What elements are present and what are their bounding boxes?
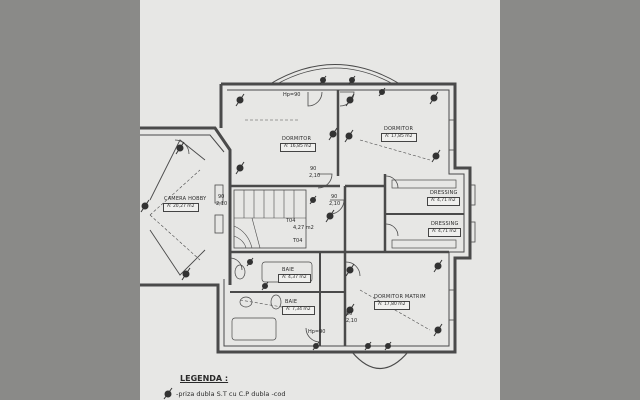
outlet-icon [235, 93, 245, 107]
window [469, 184, 476, 206]
outlet-icon [364, 341, 372, 351]
legend-outlet-icon [163, 387, 173, 400]
room-area-dressing-1: A: 4,71 m2 [427, 197, 460, 206]
door-height-label: 2,10 [329, 201, 341, 207]
toilet [270, 294, 282, 310]
window-height-bottom: Hp=90 [308, 329, 326, 335]
legend-item: -priza dubla S.T cu C.P dubla -cod [176, 390, 286, 398]
door-swing [229, 257, 243, 271]
outlet-icon [235, 161, 245, 175]
door-swing [305, 327, 321, 343]
door-swing [317, 173, 333, 189]
room-name-dressing-2: DRESSING [431, 221, 459, 227]
outlet-icon [345, 93, 355, 107]
outlet-icon [384, 341, 392, 351]
outlet-icon [433, 259, 443, 273]
door-width-label: 90 [331, 194, 338, 200]
door-swing [345, 261, 361, 277]
outlet-icon [348, 75, 356, 85]
room-area-hol: 4,27 m2 [293, 225, 314, 231]
outlet-icon [140, 199, 150, 213]
room-name-dormitor-1: DORMITOR [282, 136, 312, 142]
bay-window-top [269, 64, 401, 85]
outlet-icon [175, 141, 185, 155]
outlet-icon [309, 195, 317, 205]
window [469, 221, 476, 243]
room-name-baie-2: BAIE [285, 299, 298, 305]
room-name-camera-hobby: CAMERA HOBBY [164, 196, 207, 202]
room-area-dormitor-1: A: 16,85 m2 [280, 143, 316, 152]
outlet-icon [325, 209, 335, 223]
outlet-icon [246, 257, 254, 267]
room-area-baie-1: A: 4,37 m2 [278, 274, 311, 283]
staircase [233, 189, 307, 249]
dimension-label: T04 [293, 238, 303, 244]
outlet-icon [261, 281, 269, 291]
outlet-icon [433, 323, 443, 337]
outlet-icon [312, 341, 320, 351]
door-width-label: 90 [310, 166, 317, 172]
room-area-camera-hobby: A: 20,27 m2 [163, 203, 199, 212]
window-height-top: Hp=90 [283, 92, 301, 98]
room-name-dressing-1: DRESSING [430, 190, 458, 196]
door-swing [307, 91, 323, 107]
room-area-baie-2: A: 7,34 m2 [282, 306, 315, 315]
bay-window-top-inner [276, 67, 394, 85]
door-swing [385, 175, 399, 189]
door-height-label: 2,10 [346, 318, 358, 324]
sink [239, 296, 253, 308]
window [448, 119, 456, 151]
door-height-label: 2,10 [216, 201, 228, 207]
outlet-icon [345, 303, 355, 317]
dimension-label: T04 [286, 218, 296, 224]
window [448, 289, 456, 321]
bathtub [231, 317, 277, 341]
room-name-dormitor-2: DORMITOR [384, 126, 414, 132]
hobby-wall-top [140, 134, 225, 153]
window [214, 184, 224, 204]
dressing-rack [391, 239, 457, 249]
door-width-label: 90 [218, 194, 225, 200]
room-name-dormitor-matrimonial: DORMITOR MATRIM [374, 294, 426, 300]
outlet-icon [328, 127, 338, 141]
outlet-icon [181, 267, 191, 281]
room-name-baie-1: BAIE [282, 267, 295, 273]
outlet-icon [431, 149, 441, 163]
outlet-icon [345, 263, 355, 277]
legend-title: LEGENDA : [180, 374, 229, 383]
toilet [234, 264, 246, 280]
hobby-wall [140, 126, 232, 285]
outlet-icon [378, 87, 386, 97]
outlet-icon [344, 129, 354, 143]
outer-wall-inner [223, 89, 465, 347]
outlet-icon [319, 75, 327, 85]
dressing-rack [391, 179, 457, 189]
room-area-dormitor-2: A: 17,85 m2 [381, 133, 417, 142]
bay-window-bottom [351, 351, 409, 369]
outlet-icon [429, 91, 439, 105]
door-swing [385, 223, 399, 237]
door-height-label: 2,10 [309, 173, 321, 179]
window [214, 214, 224, 234]
room-area-dressing-2: A: 4,71 m2 [428, 228, 461, 237]
room-area-dormitor-matrimonial: A: 17,80 m2 [374, 301, 410, 310]
door-width-label: 80 [346, 311, 353, 317]
